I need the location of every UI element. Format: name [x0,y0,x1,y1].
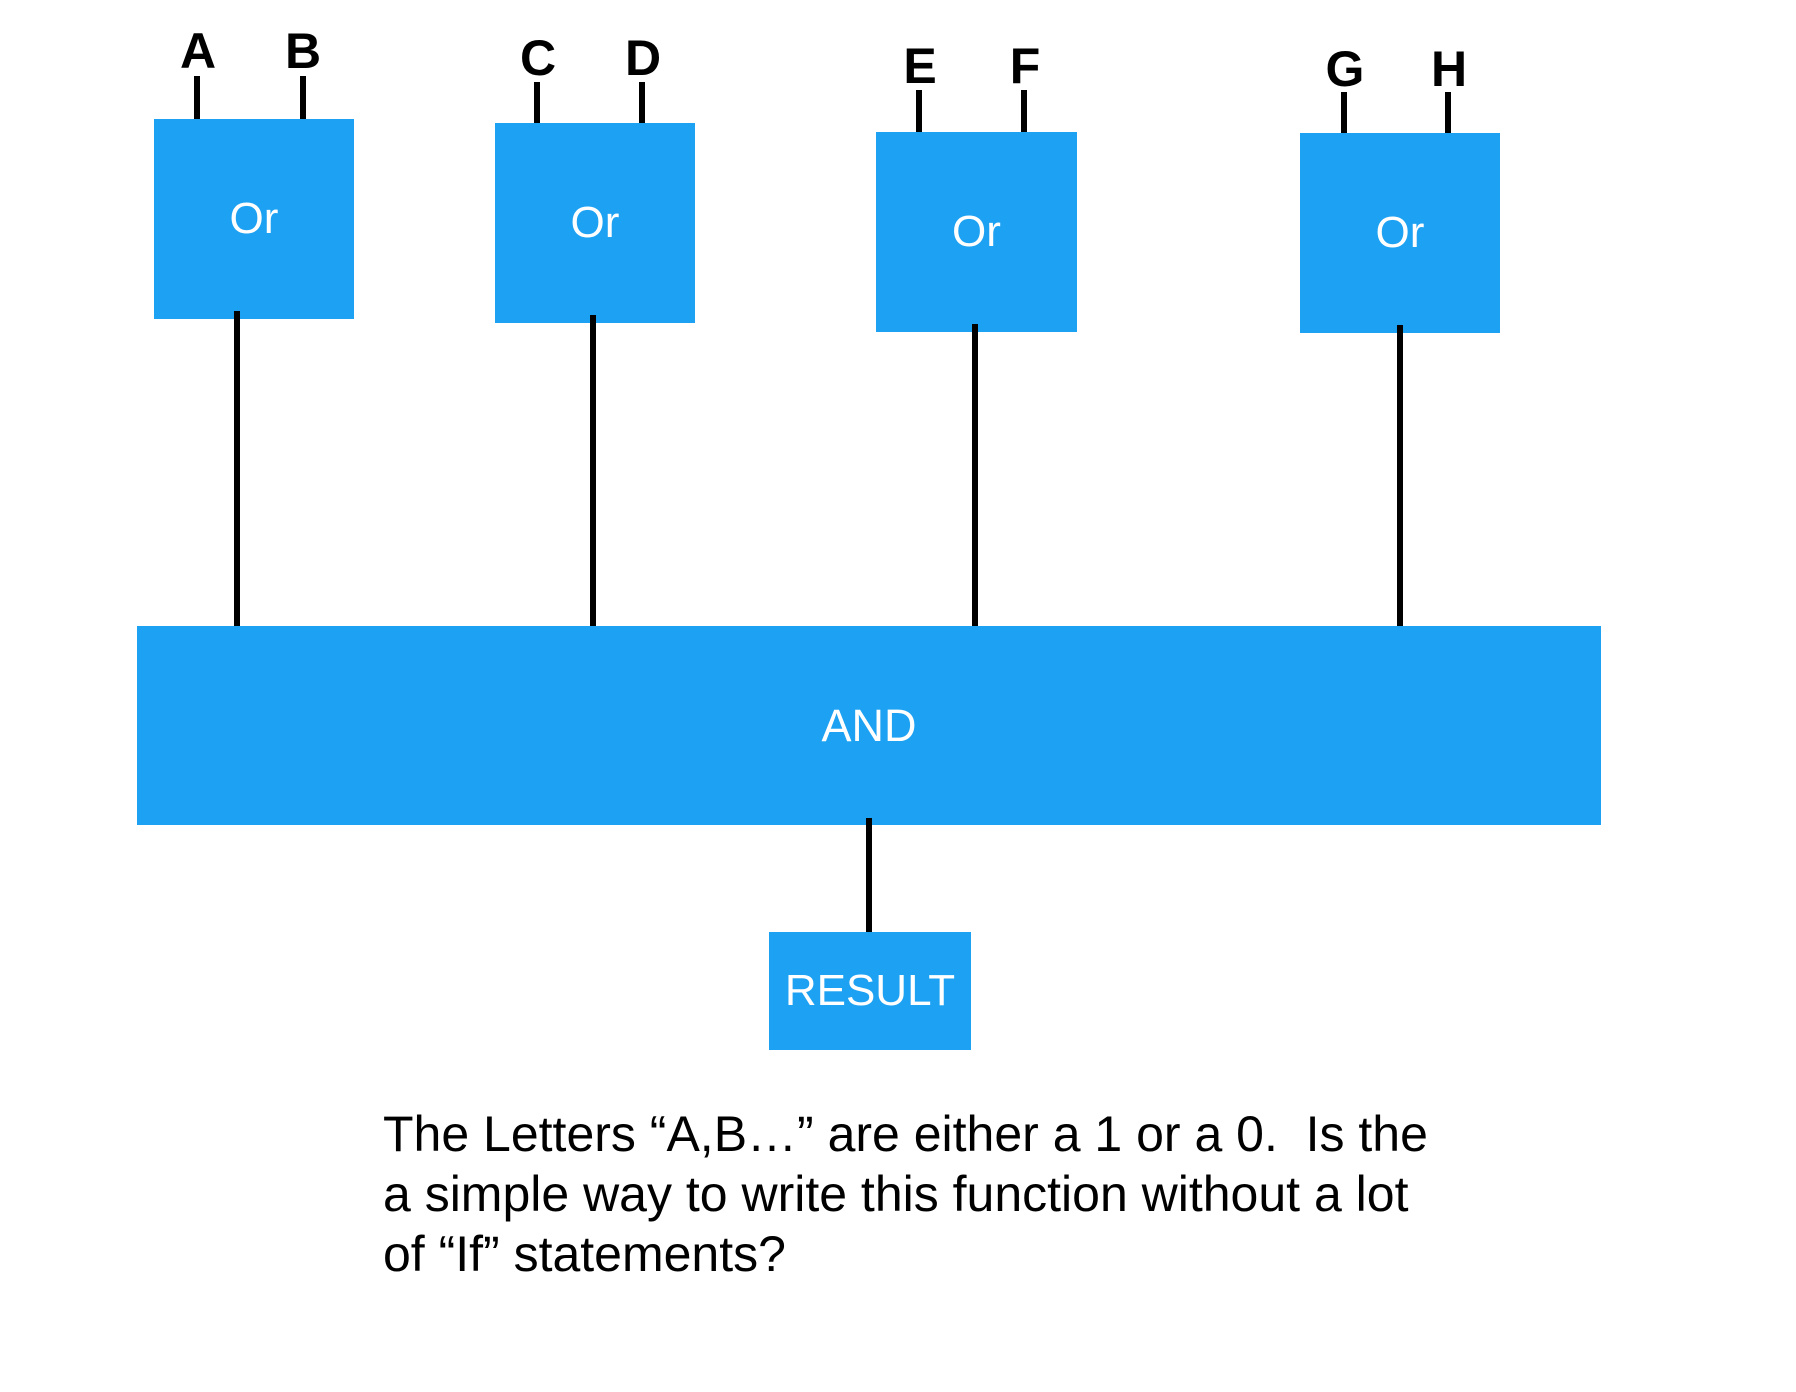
or-gate-2: Or [495,123,695,323]
or-gate-3-output-wire [972,324,978,632]
and-gate-label: AND [821,699,917,751]
input-label-f: F [1009,38,1041,94]
input-wire-e [916,90,922,142]
input-label-g: G [1325,41,1365,97]
or-gate-4-output-wire [1397,325,1403,632]
caption-text: The Letters “A,B…” are either a 1 or a 0… [383,1104,1428,1284]
or-gate-4: Or [1300,133,1500,333]
or-gate-1-label: Or [229,194,279,243]
input-wire-a [194,76,200,132]
input-wire-d [639,82,645,138]
result-box-label: RESULT [784,966,956,1015]
caption-line-3: of “If” statements? [383,1226,786,1282]
input-wire-g [1341,92,1347,143]
caption-line-2: a simple way to write this function with… [383,1166,1409,1222]
input-wire-b [300,76,306,132]
or-gate-2-output-wire [590,315,596,632]
input-label-b: B [284,23,322,79]
and-output-wire [866,818,872,938]
or-gate-3-label: Or [952,207,1001,256]
or-gate-4-label: Or [1375,208,1425,257]
input-wire-h [1445,92,1451,143]
result-box: RESULT [769,932,971,1050]
input-label-c: C [519,30,557,86]
input-label-e: E [903,38,937,94]
input-label-h: H [1430,41,1468,97]
input-wire-c [534,82,540,138]
or-gate-3: Or [876,132,1077,332]
input-wire-f [1021,90,1027,142]
or-gate-2-label: Or [570,198,620,247]
or-gate-1: Or [154,119,354,319]
or-gate-1-output-wire [234,311,240,632]
input-label-a: A [179,23,217,79]
and-gate: AND [137,626,1601,825]
caption-line-1: The Letters “A,B…” are either a 1 or a 0… [383,1106,1428,1162]
input-label-d: D [624,30,662,86]
